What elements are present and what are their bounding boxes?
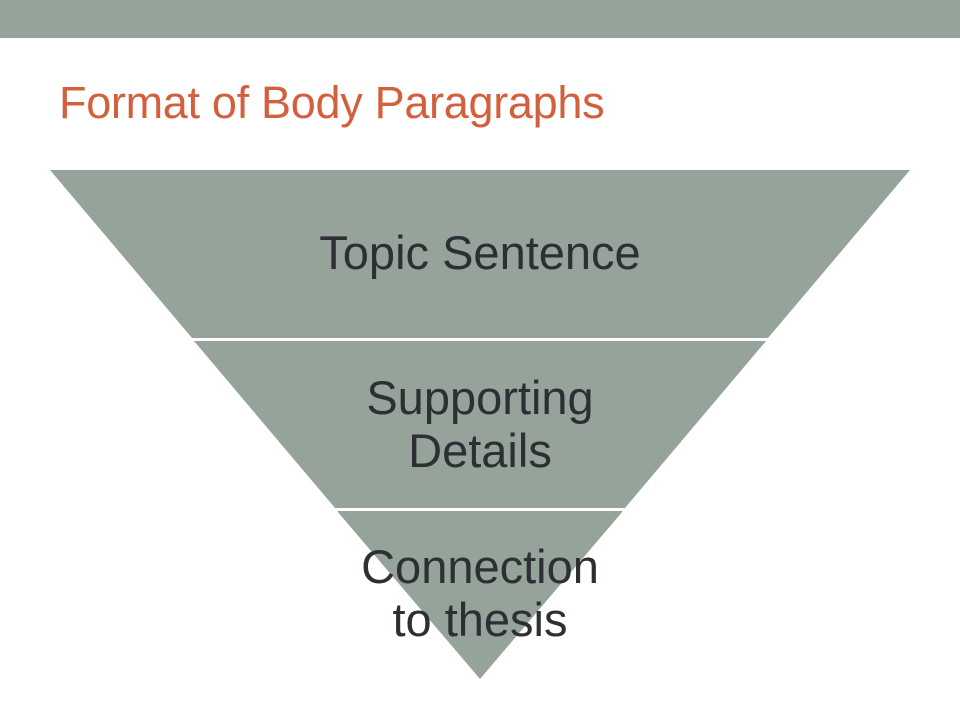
funnel-level-3-shape xyxy=(337,511,623,679)
funnel-level-1-label: Topic Sentence xyxy=(280,226,680,279)
slide-title: Format of Body Paragraphs xyxy=(59,77,605,128)
funnel-level-1-shape xyxy=(50,170,910,338)
funnel-level-2-label: Supporting Details xyxy=(280,371,680,477)
level-1-line-1: Topic Sentence xyxy=(319,226,641,279)
level-2-line-1: Supporting xyxy=(366,371,594,424)
funnel-level-2-shape xyxy=(194,341,766,508)
top-accent-band xyxy=(0,0,960,38)
level-3-line-2: to thesis xyxy=(392,593,568,646)
level-3-line-1: Connection xyxy=(361,540,599,593)
funnel-level-3-label: Connection to thesis xyxy=(280,540,680,646)
level-2-line-2: Details xyxy=(408,424,552,477)
